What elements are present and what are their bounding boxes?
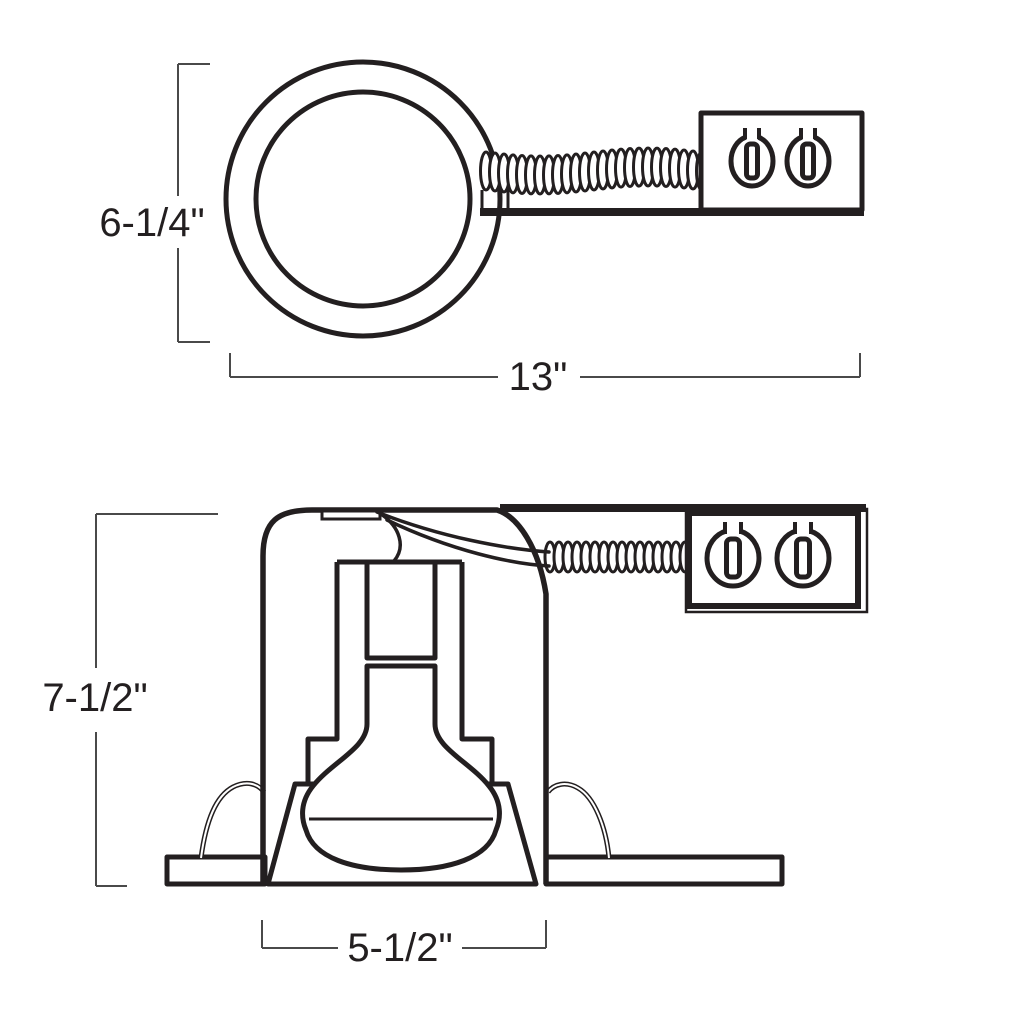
- wire: [385, 518, 551, 568]
- socket-tube: [364, 559, 438, 661]
- junction-box-top: [698, 110, 865, 213]
- side-width-dimension: 5-1/2": [261, 920, 547, 970]
- wires: [375, 510, 551, 568]
- can-top-notch: [320, 509, 382, 521]
- spring-clip-inner-line: [547, 783, 610, 859]
- mounting-plate-right: [543, 854, 785, 887]
- spring-clip-arc: [198, 780, 266, 859]
- hanger-bar-side: [500, 504, 866, 512]
- spring-clip-inner-line: [200, 782, 265, 859]
- mounting-plate-left: [164, 854, 268, 887]
- dimension-label: 5-1/2": [347, 926, 452, 970]
- wire: [375, 510, 551, 554]
- lamp-bulb: [300, 663, 502, 873]
- flex-conduit-side: [543, 540, 692, 574]
- side-view: 7-1/2": [42, 504, 869, 970]
- spring-clip-right: [546, 781, 612, 859]
- hanger-bar-top: [480, 208, 864, 216]
- can-outer-ring: [223, 59, 503, 339]
- bracket-right-step: [459, 562, 495, 784]
- top-height-dimension: 6-1/4": [99, 63, 210, 343]
- dimension-label: 6-1/4": [99, 201, 204, 245]
- flex-conduit-top: [479, 146, 709, 196]
- dimension-label: 7-1/2": [42, 676, 147, 720]
- spring-clip-arc: [546, 781, 612, 859]
- side-height-dimension: 7-1/2": [42, 513, 218, 887]
- spring-clip-left: [198, 780, 266, 859]
- wire: [379, 512, 402, 563]
- dimension-label: 13": [509, 355, 568, 399]
- bracket-left-step: [305, 562, 340, 784]
- top-width-dimension: 13": [229, 353, 861, 399]
- can-inner-ring: [253, 89, 473, 309]
- top-view: 6-1/4" 13": [99, 59, 865, 399]
